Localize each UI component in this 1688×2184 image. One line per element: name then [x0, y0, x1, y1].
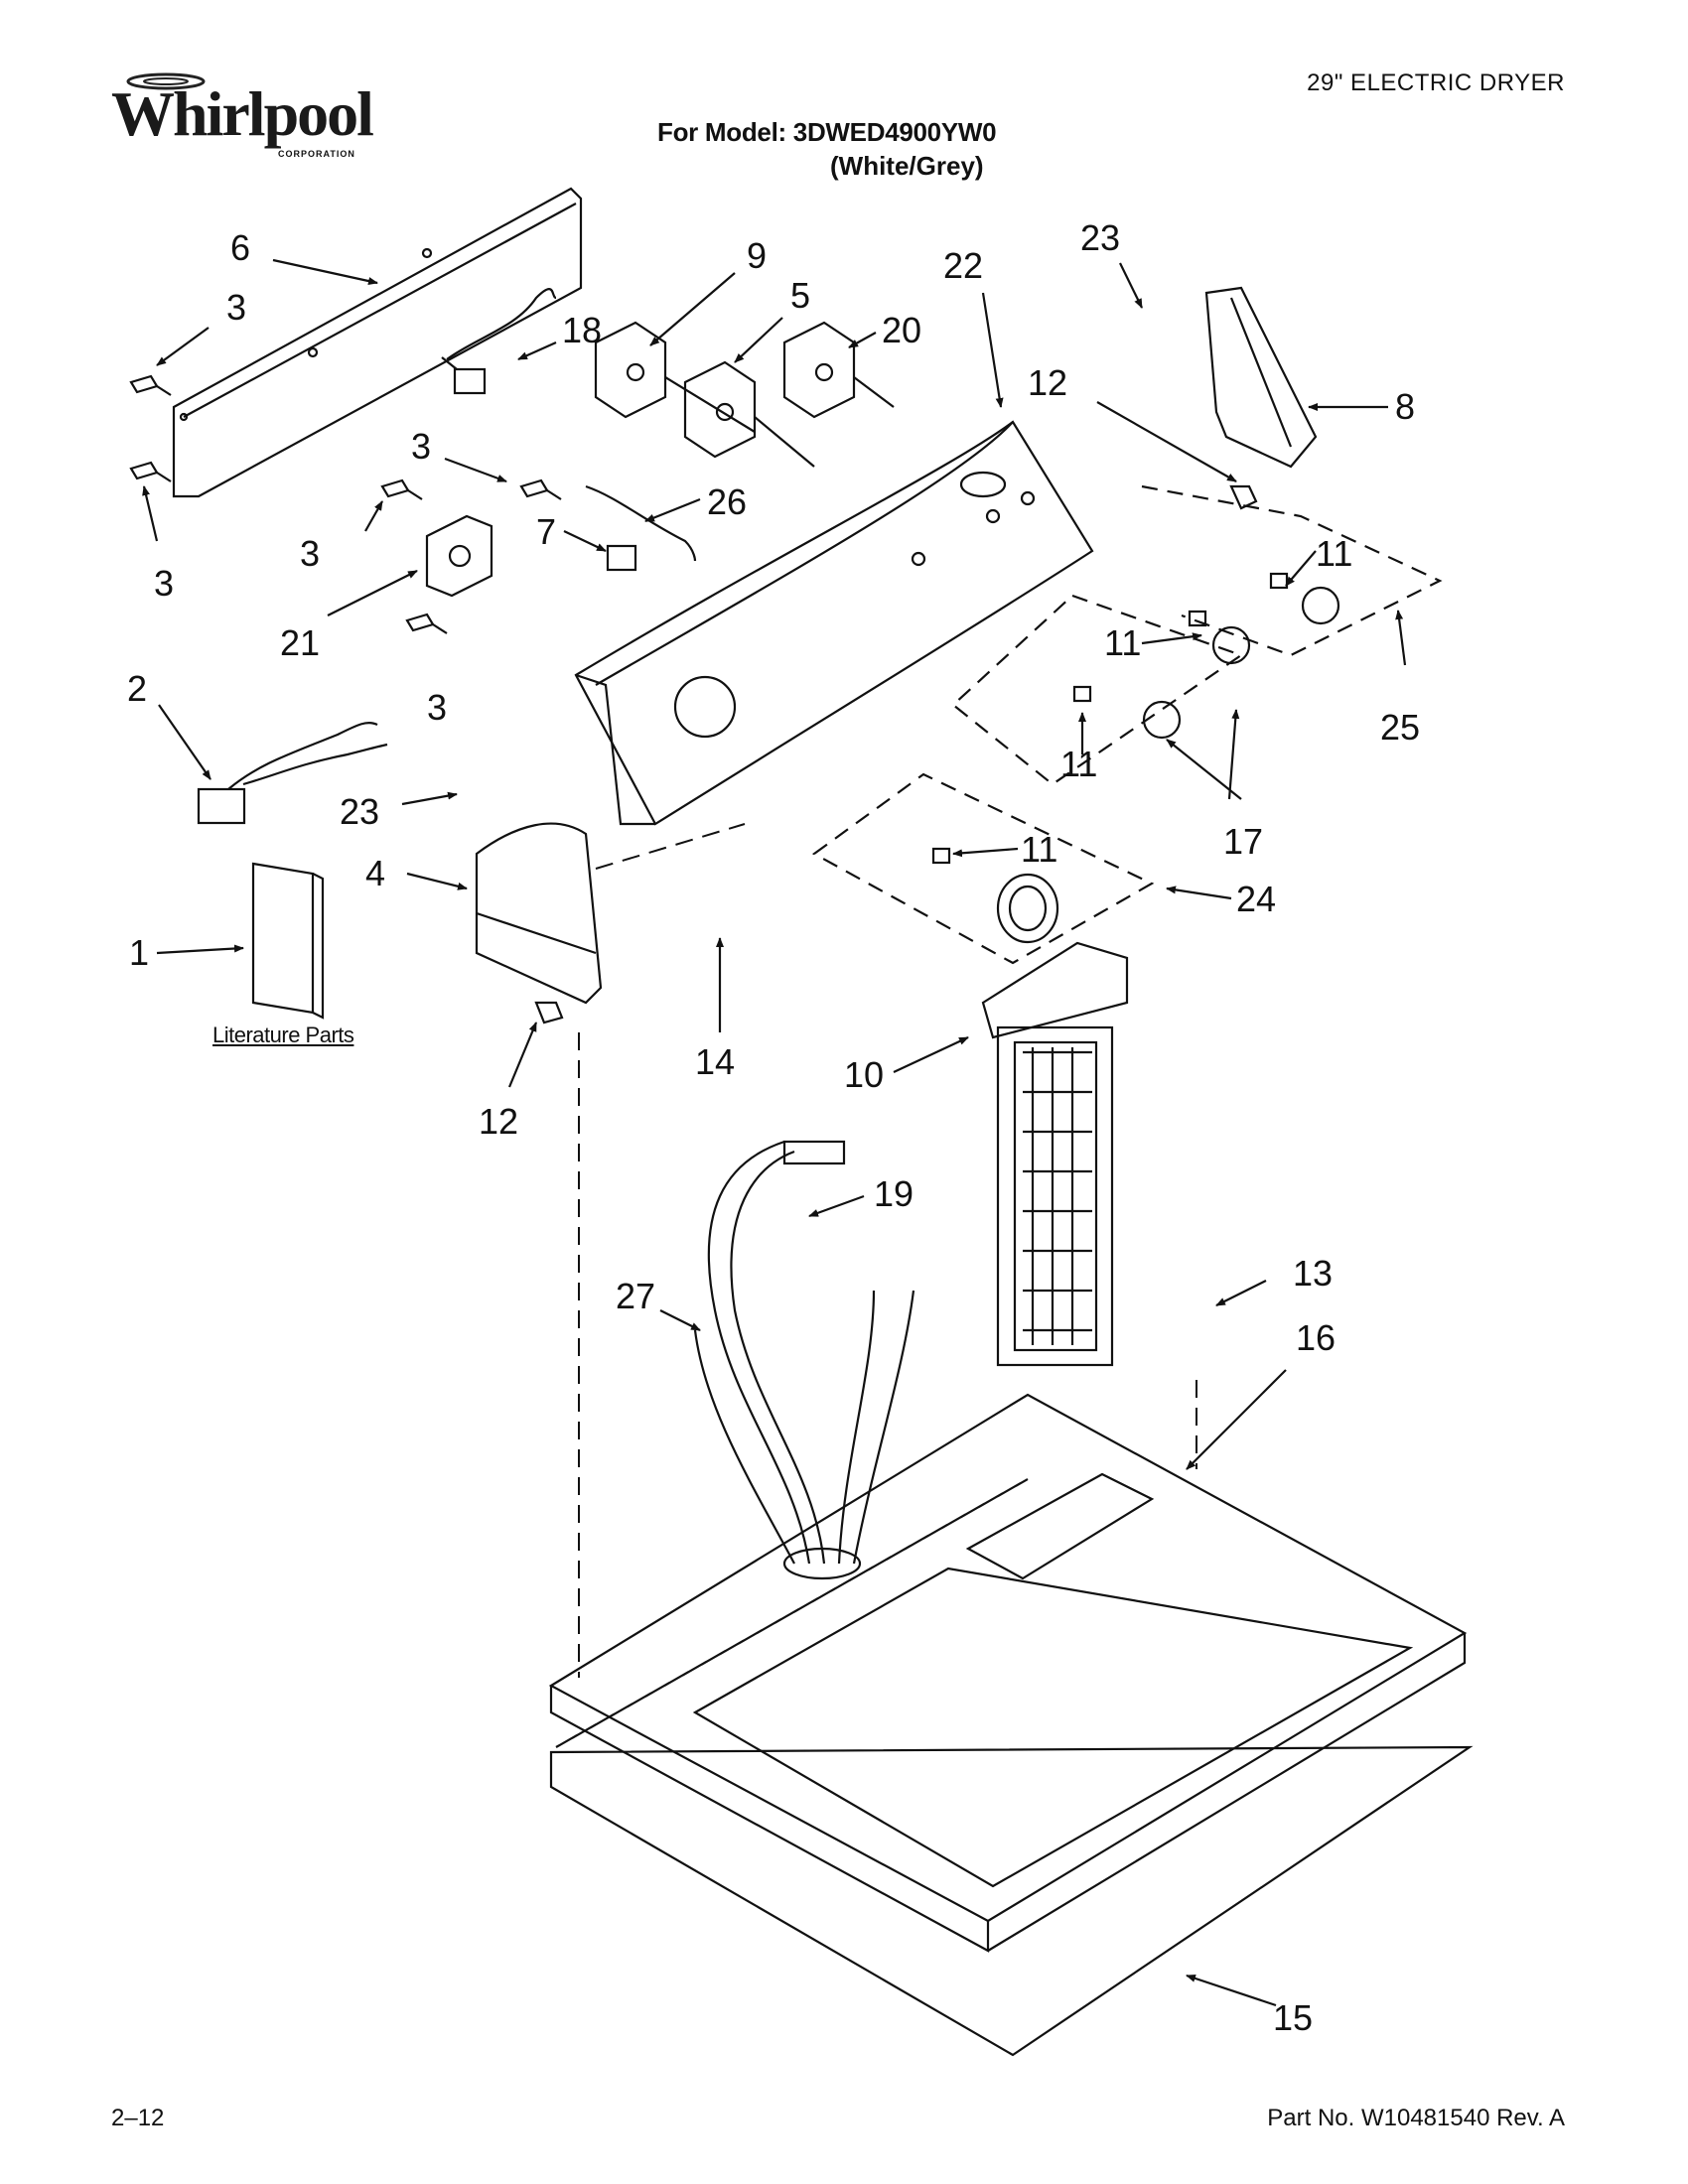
part-console-panel	[574, 420, 1094, 826]
part-switch-20	[782, 321, 895, 419]
callout-25: 25	[1380, 707, 1420, 748]
callout-27: 27	[616, 1276, 655, 1316]
part-harness-18	[441, 288, 557, 395]
callout-6: 6	[230, 227, 250, 268]
part-wire-26	[585, 484, 697, 562]
assembly-lines	[578, 823, 1197, 1678]
callout-1: 1	[129, 932, 149, 973]
callout-17: 17	[1223, 821, 1263, 862]
callout-13: 13	[1293, 1253, 1333, 1294]
callout-12: 12	[1028, 362, 1067, 403]
callout-12b: 12	[479, 1101, 518, 1142]
part-harness-2	[197, 721, 388, 825]
callout-3b: 3	[411, 426, 431, 467]
part-knob-25	[1141, 484, 1443, 657]
part-wire-harness-27	[693, 1140, 915, 1580]
callout-15: 15	[1273, 1997, 1313, 2038]
callout-18: 18	[562, 310, 602, 350]
callout-3e: 3	[427, 687, 447, 728]
callout-21: 21	[280, 622, 320, 663]
callout-23b: 23	[340, 791, 379, 832]
callout-5: 5	[790, 275, 810, 316]
callout-3c: 3	[154, 563, 174, 604]
screw-icon	[129, 374, 562, 634]
part-clip-12	[534, 484, 1258, 1024]
part-switch-5	[683, 360, 815, 468]
callout-26: 26	[707, 481, 747, 522]
callout-9: 9	[747, 235, 767, 276]
product-title: 29" ELECTRIC DRYER	[1307, 69, 1565, 96]
callout-11b: 11	[1104, 622, 1141, 663]
model-number: For Model: 3DWED4900YW0	[657, 117, 997, 147]
part-literature-1	[251, 862, 325, 1020]
callout-3: 3	[226, 287, 246, 328]
callout-14: 14	[695, 1041, 735, 1082]
part-timer-21	[425, 514, 493, 598]
callout-3d: 3	[300, 533, 320, 574]
knob-24-icon	[996, 873, 1059, 944]
part-lint-screen-10	[981, 941, 1129, 1367]
callout-24: 24	[1236, 879, 1276, 919]
part-connector-7	[606, 544, 637, 572]
callout-4: 4	[365, 853, 385, 893]
callout-19: 19	[874, 1173, 914, 1214]
model-color: (White/Grey)	[830, 151, 984, 181]
part-number: Part No. W10481540 Rev. A	[1267, 2105, 1565, 2131]
callout-11a: 11	[1316, 533, 1352, 574]
part-knob-24	[811, 772, 1155, 965]
part-endcap-4	[475, 822, 603, 1005]
page-number: 2–12	[111, 2105, 165, 2131]
callout-20: 20	[882, 310, 921, 350]
callout-11d: 11	[1021, 829, 1057, 870]
callout-16: 16	[1296, 1317, 1336, 1358]
callout-2: 2	[127, 668, 147, 709]
part-bracket-8	[1204, 286, 1318, 469]
logo-swirl-icon	[126, 72, 206, 90]
callout-10: 10	[844, 1054, 884, 1095]
callout-8: 8	[1395, 386, 1415, 427]
logo-wordmark: Whirlpool	[111, 78, 374, 149]
logo-corporation: CORPORATION	[278, 149, 355, 159]
part-top-panel-16	[548, 1393, 1468, 1953]
callout-arrows	[142, 258, 1407, 2007]
callout-22: 22	[943, 245, 983, 286]
literature-parts-label: Literature Parts	[212, 1023, 354, 1047]
callout-11c: 11	[1060, 744, 1097, 784]
part-switch-9	[594, 321, 756, 433]
callout-23: 23	[1080, 217, 1120, 258]
part-rear-bracket	[172, 187, 583, 498]
callout-7: 7	[536, 511, 556, 552]
whirlpool-logo: Whirlpool CORPORATION	[111, 69, 379, 169]
part-gasket-15	[549, 1478, 1474, 2057]
